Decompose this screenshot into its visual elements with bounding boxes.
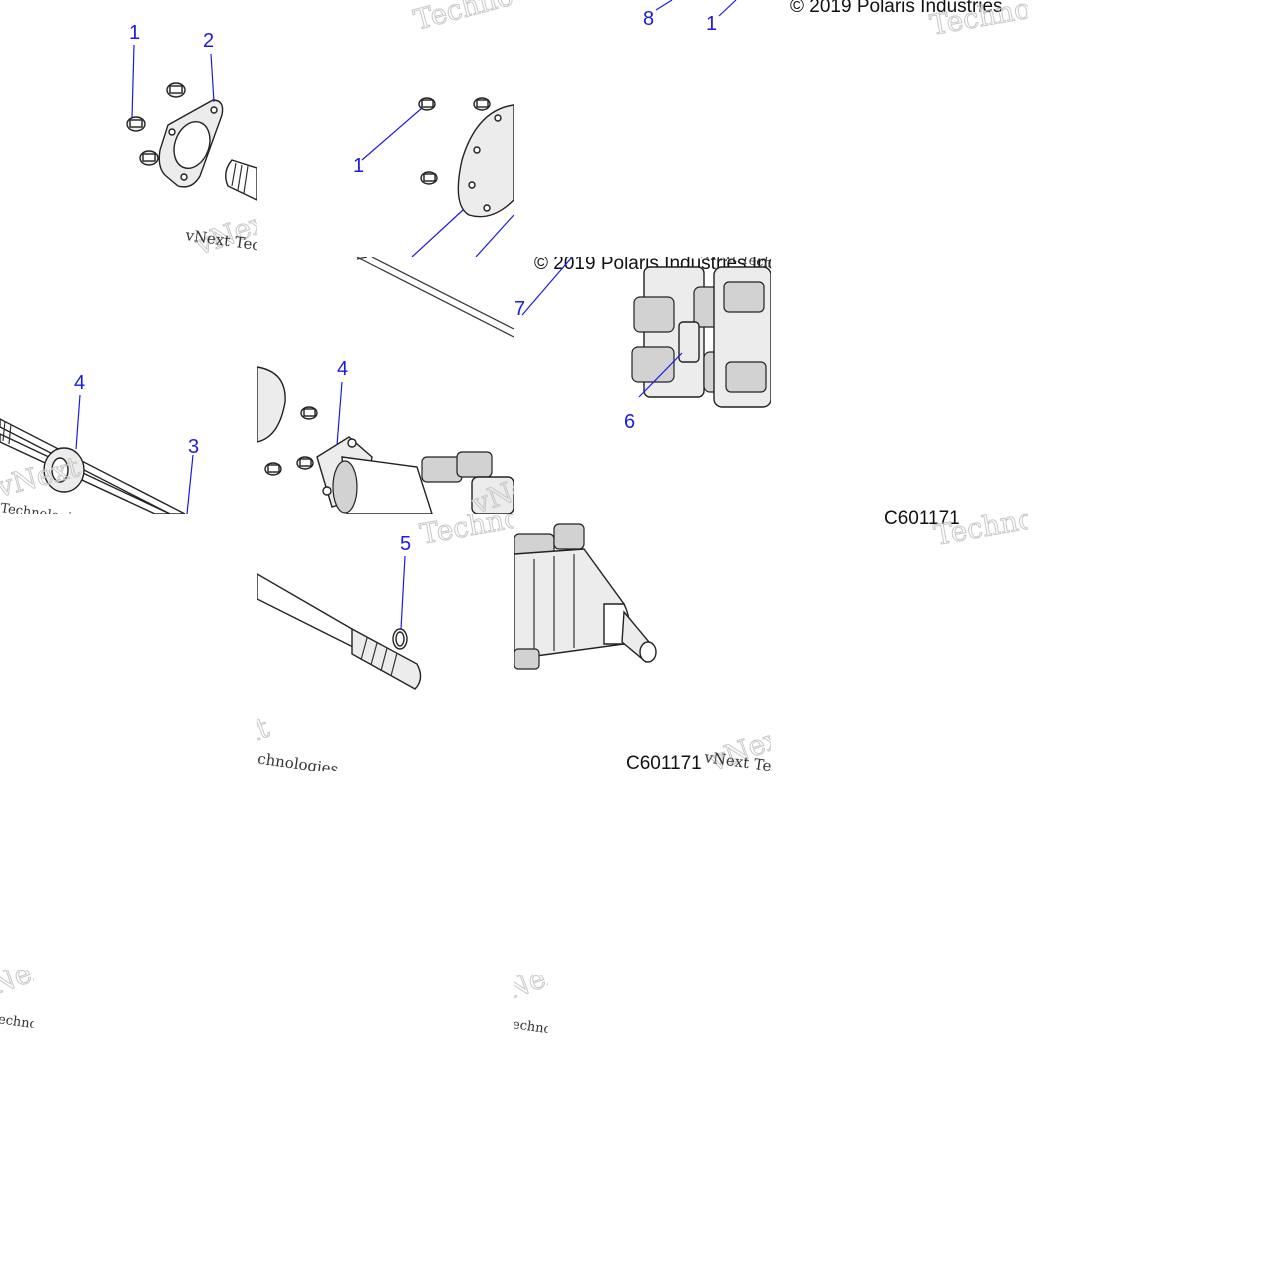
diagram-tile-fragment-left: vNext Technologies <box>0 970 34 1028</box>
callout-3: 3 <box>188 436 199 458</box>
watermark-tech: Technologies <box>0 501 87 514</box>
watermark-tech: Technologies <box>417 514 514 551</box>
bolt-part <box>126 116 146 132</box>
oring-illustration: Technologies 5 vNext vNext Technologies <box>257 514 514 771</box>
hub-housing-part <box>316 436 514 514</box>
callout-6: 6 <box>624 411 635 433</box>
callout-7: 7 <box>514 298 525 320</box>
watermark-tech: Technologies <box>927 0 1028 40</box>
copyright-text: © 2019 Polaris Industries <box>790 0 1003 17</box>
callout-1: 1 <box>706 13 717 35</box>
bolt-part <box>418 97 436 111</box>
diagram-tile-copyright: 8 1 © 2019 Polaris Industries Technologi… <box>514 0 1028 40</box>
callout-1: 1 <box>129 22 140 44</box>
diagram-tile-shaft-bearing: 4 3 vNext Technologies <box>0 357 257 514</box>
output-shaft-illustration: C601171 vNext vNext Technologies <box>514 523 771 771</box>
bolt-part <box>264 462 282 476</box>
output-housing-part <box>514 523 657 670</box>
watermark-tech: Technologies <box>0 1011 34 1028</box>
shaft-part <box>0 418 186 514</box>
diagram-tile-code: C601171 Technologies <box>771 500 1028 550</box>
diagram-tile-flange-gasket: 1 2 vNext vNext Technologies <box>0 0 257 257</box>
clutch-spider-part <box>631 266 771 408</box>
bolt-part <box>166 82 186 98</box>
shaft-bearing-illustration: 4 3 vNext Technologies <box>0 372 199 514</box>
diagram-tile-oring: Technologies 5 vNext vNext Technologies <box>257 514 514 771</box>
clutch-illustration: © 2019 Polaris Industries Inc. vNext Tec… <box>514 257 771 433</box>
callout-8: 8 <box>643 8 654 30</box>
drawing-code: C601171 <box>884 508 960 529</box>
copyright-text-partial: © 2019 Polaris Industries Inc. <box>534 257 771 274</box>
drawing-code: C601171 <box>626 753 702 771</box>
disc-plate-part <box>457 104 514 218</box>
splined-shaft-part <box>225 159 257 201</box>
watermark-label: vNext Technologies <box>257 740 340 771</box>
watermark-vnext: vNext <box>0 450 84 504</box>
hub-housing-illustration: 4 vNext <box>257 358 514 514</box>
bearing-part <box>43 447 85 493</box>
diagram-tile-fragment-mid: vNext Technologies <box>514 975 548 1033</box>
shaft-illustration <box>356 257 514 338</box>
flange-gasket-illustration: 1 2 vNext vNext Technologies <box>126 22 257 257</box>
callout-4: 4 <box>74 372 85 394</box>
copyright-strip: 8 1 © 2019 Polaris Industries Technologi… <box>643 0 1028 40</box>
watermark-tech: Technologies <box>410 0 514 37</box>
diagram-tile-hub-housing: 4 vNext <box>257 357 514 514</box>
diagram-tile-disc-plate: Technologies 1 <box>257 0 514 257</box>
diagram-tile-output-shaft: C601171 vNext vNext Technologies <box>514 514 771 771</box>
code-strip: C601171 Technologies <box>884 500 1028 550</box>
watermark-fragment: vNext Technologies <box>0 970 34 1028</box>
watermark-vnext: vNext <box>0 970 34 1007</box>
watermark-fragment: vNext Technologies <box>514 975 548 1033</box>
bolt-part <box>420 171 438 185</box>
gasket-part <box>158 99 224 188</box>
bolt-part <box>296 456 314 470</box>
oring-part <box>392 628 408 650</box>
disc-plate-part <box>257 366 286 443</box>
callout-2: 2 <box>203 30 214 52</box>
callout-5: 5 <box>400 533 411 555</box>
watermark-tech: Technologies <box>514 1016 548 1033</box>
diagram-tile-shaft-7 <box>257 257 514 357</box>
bolt-part <box>300 406 318 420</box>
splined-shaft-part <box>257 573 422 690</box>
bolt-part <box>139 150 159 166</box>
callout-4: 4 <box>337 358 348 380</box>
watermark-vnext: vNext <box>514 975 548 1012</box>
disc-plate-illustration: Technologies 1 <box>353 0 514 257</box>
bolt-part <box>473 97 491 111</box>
callout-1: 1 <box>353 155 364 177</box>
diagram-tile-clutch: © 2019 Polaris Industries Inc. vNext Tec… <box>514 257 771 514</box>
